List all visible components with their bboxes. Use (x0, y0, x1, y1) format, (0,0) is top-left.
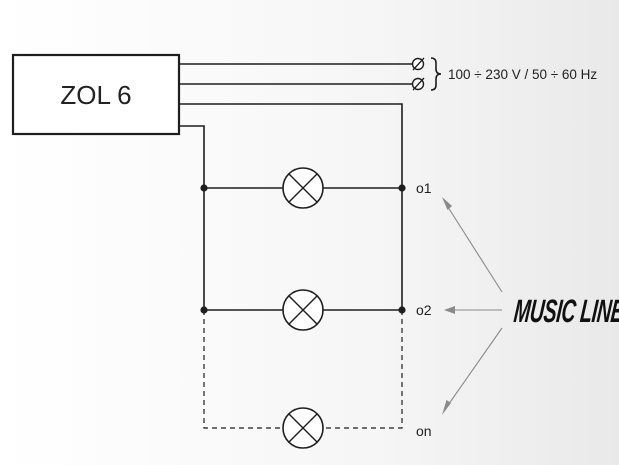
arrow-to-o1 (445, 203, 503, 293)
output-left-rail (179, 125, 205, 310)
junction-node (200, 184, 208, 192)
arrowhead-icon (442, 197, 452, 210)
supply-brace (430, 57, 442, 91)
lampn-wire-right (323, 310, 403, 429)
output-right-rail (179, 103, 403, 188)
brand-label: MUSIC LINE (512, 293, 619, 329)
arrow-to-on (445, 327, 503, 409)
lamp-icon (282, 167, 324, 209)
arrowhead-icon (442, 400, 451, 415)
supply-terminal-1 (411, 57, 425, 71)
lampn-wire-left (203, 310, 283, 429)
output-label-on: on (416, 423, 432, 439)
lamp-icon (282, 289, 324, 331)
supply-terminal-2 (411, 77, 425, 91)
music-line-logo: MUSIC LINE (512, 293, 619, 329)
arrowhead-icon (444, 306, 455, 314)
zol6-device-box (11, 53, 181, 136)
device-label: ZOL 6 (60, 80, 131, 110)
output-label-o1: o1 (416, 180, 432, 196)
lamp-icon (282, 407, 324, 449)
output-label-o2: o2 (416, 302, 432, 318)
supply-label: 100 ÷ 230 V / 50 ÷ 60 Hz (448, 67, 597, 82)
